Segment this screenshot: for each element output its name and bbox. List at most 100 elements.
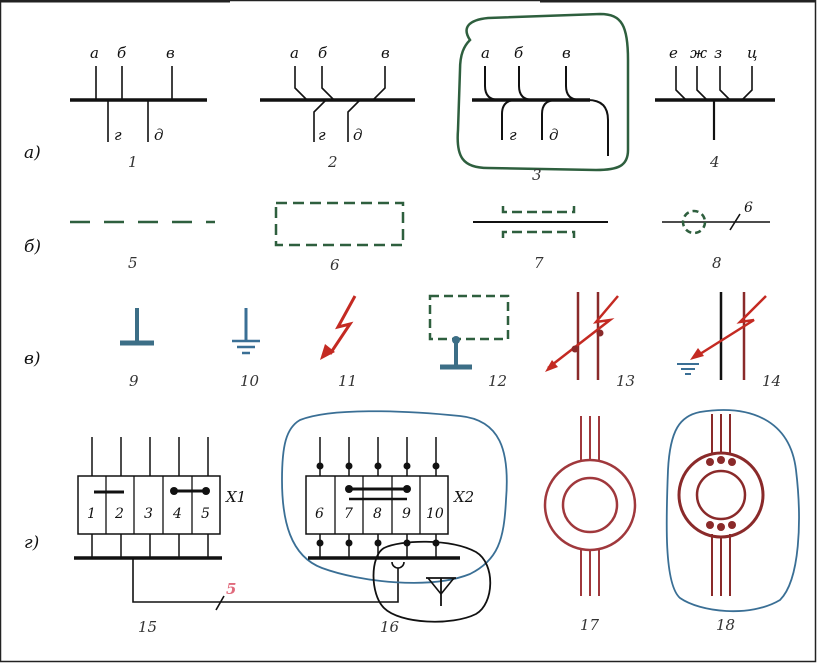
fig16-terminal-6: 6 <box>315 506 324 522</box>
fig4-wire-zh <box>696 66 708 101</box>
fig15-jumper-dot-4 <box>170 487 178 495</box>
fig3-wire-end <box>587 99 609 156</box>
fig4-wire-merge: е ж з ц 4 <box>655 44 775 171</box>
fig16-wire-entry-arc <box>391 561 405 569</box>
fig2-wire-a <box>294 66 308 101</box>
fig11-arrowhead <box>320 344 335 360</box>
fig2-number: 2 <box>327 153 338 171</box>
fig9-number: 9 <box>129 372 139 390</box>
fig5-number: 5 <box>128 254 138 272</box>
fig18-dot-bottom-2 <box>717 523 725 531</box>
fig16-inner-loop <box>372 540 492 623</box>
fig2-wire-g <box>313 99 327 142</box>
fig16-terminal-9: 9 <box>402 506 411 522</box>
fig1-label-g: г <box>114 126 122 144</box>
fig15-wire-count: 5 <box>226 580 236 598</box>
fig14-arrowhead <box>690 348 704 360</box>
fig3-wire-a <box>484 66 500 101</box>
fig1-label-a: а <box>90 44 99 62</box>
row-label-a: а) <box>24 143 41 163</box>
fig13-dot-1 <box>571 345 579 353</box>
fig1-label-v: в <box>166 44 175 62</box>
fig3-wire-b <box>518 66 534 101</box>
fig16-top-leads <box>316 437 440 476</box>
fig3-label-v: в <box>562 44 571 62</box>
fig14-number: 14 <box>762 372 781 390</box>
fig14-bolt <box>699 295 767 356</box>
fig2-wire-v <box>372 66 386 101</box>
fig16-highlight-loop <box>281 410 508 584</box>
fig15-jumper-dot-5 <box>202 487 210 495</box>
fig16-terminal-10: 10 <box>426 506 444 522</box>
fig2-wire-merge: а б в г д 2 <box>260 44 415 171</box>
fig5-dashed-line: 5 <box>70 220 215 272</box>
fig16-bottom-leads <box>316 534 440 558</box>
fig3-label-g: г <box>509 126 517 144</box>
fig4-label-z: з <box>714 44 722 62</box>
fig15-number: 15 <box>138 618 157 636</box>
fig1-number: 1 <box>128 153 138 171</box>
fig7-shield-top <box>501 206 576 214</box>
fig4-wire-e <box>675 66 687 101</box>
fig18-dot-top-2 <box>717 456 725 464</box>
fig3-wire-g <box>501 99 517 140</box>
fig18-highlight-loop <box>665 409 800 613</box>
fig4-label-ts: ц <box>747 44 757 62</box>
fig9-chassis-symbol: 9 <box>120 308 154 390</box>
fig4-number: 4 <box>709 153 720 171</box>
fig8-wire-with-count: 6 8 <box>662 200 770 272</box>
fig2-label-d: д <box>353 126 363 144</box>
fig16-number: 16 <box>380 618 400 636</box>
fig8-wire-count: 6 <box>744 200 753 216</box>
fig15-block-outline <box>77 475 221 535</box>
fig13-arrowhead <box>545 360 558 372</box>
fig2-label-g: г <box>318 126 326 144</box>
fig2-wire-b <box>321 66 335 101</box>
fig4-label-zh: ж <box>690 44 707 62</box>
fig7-number: 7 <box>534 254 544 272</box>
fig6-dashed-box: 6 <box>274 201 405 274</box>
fig3-wire-d <box>541 99 557 140</box>
fig4-label-e: е <box>669 44 678 62</box>
fig15-bottom-leads <box>91 534 209 558</box>
fig18-inner-ring <box>695 469 747 521</box>
fig15-block-label: X1 <box>225 488 246 506</box>
fig12-number: 12 <box>488 372 507 390</box>
fig18-dot-top-1 <box>706 458 714 466</box>
fig14-fault-to-ground: 14 <box>677 292 781 390</box>
fig12-shield-box <box>428 294 510 341</box>
fig3-wire-v <box>565 66 581 101</box>
fig2-label-b: б <box>318 44 328 62</box>
fig8-count-tick <box>729 213 741 231</box>
row-label-b: б) <box>24 237 41 257</box>
fig13-dot-2 <box>596 329 604 337</box>
fig2-wire-d <box>347 99 361 142</box>
fig13-bolt <box>547 295 619 369</box>
fig18-dot-bottom-1 <box>706 521 714 529</box>
fig15-terminal-1: 1 <box>87 506 96 522</box>
fig17-number: 17 <box>580 616 600 634</box>
fig16-terminal-block: 6 7 8 9 10 X2 16 <box>281 410 508 636</box>
fig4-wire-z <box>719 66 731 101</box>
fig13-fault-symbol: 13 <box>545 292 635 390</box>
fig16-terminal-7: 7 <box>344 506 353 522</box>
fig11-bolt <box>328 295 357 355</box>
fig3-label-a: а <box>481 44 490 62</box>
fig2-label-v: в <box>381 44 390 62</box>
fig11-number: 11 <box>338 372 357 390</box>
fig16-block-label: X2 <box>453 488 474 506</box>
fig15-count-tick <box>215 595 225 611</box>
fig12-grounded-shield: 12 <box>428 294 510 390</box>
fig8-shield-circle <box>681 209 707 235</box>
fig6-shield-box <box>274 201 405 247</box>
fig15-terminal-4: 4 <box>172 506 182 522</box>
fig15-link-wire <box>132 558 399 603</box>
fig1-label-d: д <box>154 126 164 144</box>
fig10-number: 10 <box>240 372 260 390</box>
fig16-terminal-8: 8 <box>373 506 382 522</box>
fig18-transformer-connected: 18 <box>665 409 800 634</box>
fig4-wire-ts <box>741 66 753 101</box>
fig16-block-outline <box>305 475 449 535</box>
